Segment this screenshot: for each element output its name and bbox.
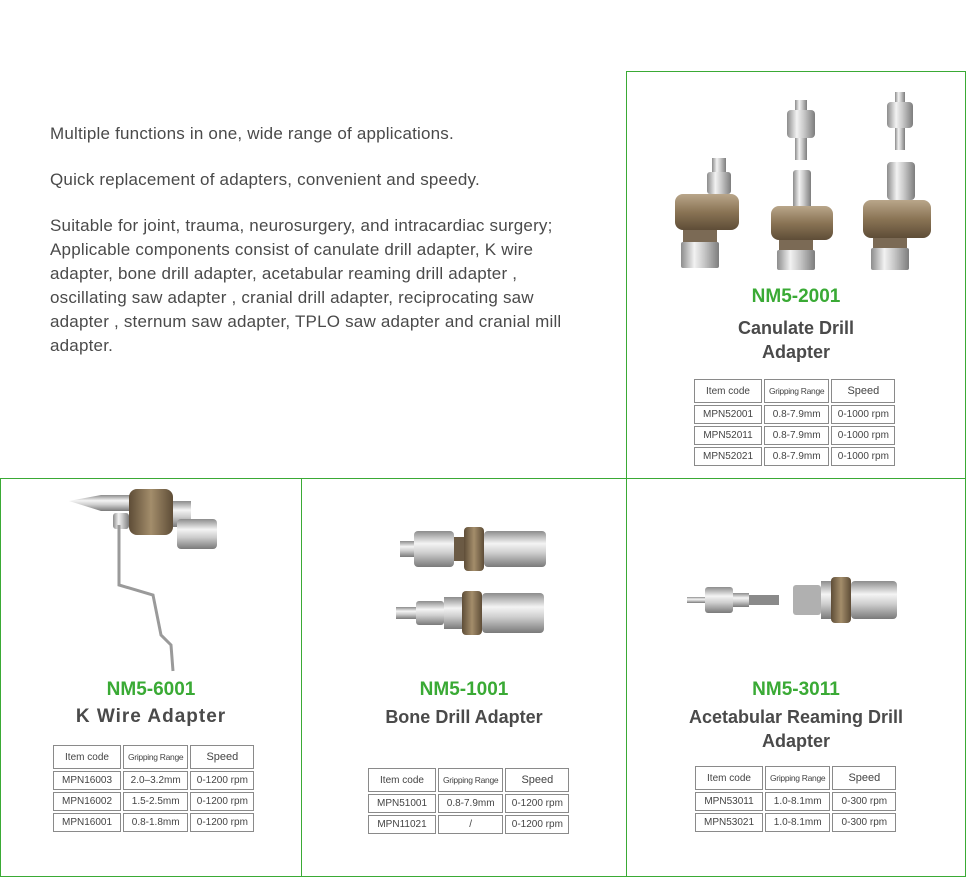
table-cell: 0-300 rpm [832, 792, 897, 811]
table-cell: 0-1200 rpm [190, 813, 255, 832]
header-speed: Speed [831, 379, 896, 403]
table-cell: 0.8-7.9mm [438, 794, 504, 813]
adapter-unit-1 [675, 158, 739, 268]
table-cell: 0.8-1.8mm [123, 813, 189, 832]
table-cell: MPN16001 [53, 813, 121, 832]
adapter-upper [400, 527, 546, 571]
header-gripping-range: Gripping Range [123, 745, 189, 769]
canulate-drill-adapter-image [675, 92, 931, 270]
product-name-line-2: Adapter [761, 342, 830, 362]
adapter-unit-2 [771, 100, 833, 270]
table-cell: MPN52001 [694, 405, 762, 424]
table-cell: 0.8-7.9mm [764, 447, 830, 466]
header-item-code: Item code [694, 379, 762, 403]
spec-table: Item code Gripping Range Speed MPN52001 … [692, 377, 897, 468]
table-cell: 0-1000 rpm [831, 426, 896, 445]
table-header-row: Item code Gripping Range Speed [53, 745, 255, 769]
header-gripping-range: Gripping Range [438, 768, 504, 792]
table-row: MPN53021 1.0-8.1mm 0-300 rpm [695, 813, 897, 832]
table-cell: MPN16002 [53, 792, 121, 811]
header-gripping-range: Gripping Range [765, 766, 831, 790]
table-cell: MPN52021 [694, 447, 762, 466]
product-name-line-1: K Wire Adapter [75, 706, 227, 727]
header-item-code: Item code [695, 766, 763, 790]
table-cell: 1.0-8.1mm [765, 813, 831, 832]
product-name-line-1: Bone Drill Adapter [385, 707, 543, 727]
table-row: MPN52021 0.8-7.9mm 0-1000 rpm [694, 447, 896, 466]
table-row: MPN16003 2.0–3.2mm 0-1200 rpm [53, 771, 255, 790]
table-cell: MPN11021 [368, 815, 436, 834]
header-item-code: Item code [53, 745, 121, 769]
table-cell: 0-1200 rpm [505, 794, 570, 813]
table-cell: 2.0–3.2mm [123, 771, 189, 790]
intro-text: Multiple functions in one, wide range of… [50, 122, 570, 380]
table-header-row: Item code Gripping Range Speed [694, 379, 896, 403]
product-name-line-1: Acetabular Reaming Drill [688, 707, 904, 727]
table-cell: MPN53011 [695, 792, 763, 811]
table-row: MPN52001 0.8-7.9mm 0-1000 rpm [694, 405, 896, 424]
adapter-unit-3 [863, 92, 931, 270]
table-cell: 0-1200 rpm [190, 792, 255, 811]
table-header-row: Item code Gripping Range Speed [695, 766, 897, 790]
bone-drill-adapter-image [396, 527, 546, 635]
table-header-row: Item code Gripping Range Speed [368, 768, 570, 792]
table-row: MPN11021 / 0-1200 rpm [368, 815, 570, 834]
product-model: NM5-6001 [106, 679, 196, 700]
header-speed: Speed [505, 768, 570, 792]
spec-table: Item code Gripping Range Speed MPN53011 … [693, 764, 898, 834]
intro-paragraph-1: Multiple functions in one, wide range of… [50, 124, 454, 143]
spec-table: Item code Gripping Range Speed MPN16003 … [51, 743, 256, 834]
product-card-k-wire: NM5-6001 K Wire Adapter Item code Grippi… [0, 478, 302, 877]
header-speed: Speed [190, 745, 255, 769]
table-row: MPN53011 1.0-8.1mm 0-300 rpm [695, 792, 897, 811]
adapter-right-part [793, 577, 897, 623]
table-cell: / [438, 815, 504, 834]
adapter-lower [396, 591, 544, 635]
table-cell: 0-1000 rpm [831, 405, 896, 424]
table-cell: 1.5-2.5mm [123, 792, 189, 811]
acetabular-reaming-adapter-image [687, 577, 897, 623]
product-name: Acetabular Reaming Drill Adapter [647, 705, 945, 753]
intro-paragraph-3: Suitable for joint, trauma, neurosurgery… [50, 216, 562, 355]
product-name: Canulate Drill Adapter [647, 316, 945, 364]
table-row: MPN16002 1.5-2.5mm 0-1200 rpm [53, 792, 255, 811]
product-card-canulate-drill: NM5-2001 Canulate Drill Adapter Item cod… [626, 71, 966, 479]
product-card-bone-drill: NM5-1001 Bone Drill Adapter Item code Gr… [301, 478, 627, 877]
product-card-acetabular-reaming: NM5-3011 Acetabular Reaming Drill Adapte… [626, 478, 966, 877]
adapter-left-part [687, 587, 779, 613]
table-row: MPN52011 0.8-7.9mm 0-1000 rpm [694, 426, 896, 445]
table-cell: 0.8-7.9mm [764, 405, 830, 424]
table-cell: 0-300 rpm [832, 813, 897, 832]
table-cell: MPN16003 [53, 771, 121, 790]
table-cell: 0-1200 rpm [190, 771, 255, 790]
table-cell: 1.0-8.1mm [765, 792, 831, 811]
table-cell: MPN53021 [695, 813, 763, 832]
product-model: NM5-3011 [752, 679, 840, 700]
header-item-code: Item code [368, 768, 436, 792]
intro-paragraph-2: Quick replacement of adapters, convenien… [50, 170, 480, 189]
header-gripping-range: Gripping Range [764, 379, 830, 403]
table-cell: MPN52011 [694, 426, 762, 445]
k-wire-adapter-image [69, 489, 217, 672]
table-row: MPN16001 0.8-1.8mm 0-1200 rpm [53, 813, 255, 832]
product-name: K Wire Adapter [21, 705, 281, 729]
table-cell: MPN51001 [368, 794, 436, 813]
table-cell: 0-1200 rpm [505, 815, 570, 834]
product-model: NM5-1001 [419, 679, 509, 700]
product-name-line-2: Adapter [761, 731, 830, 751]
table-cell: 0.8-7.9mm [764, 426, 830, 445]
product-model: NM5-2001 [751, 286, 841, 307]
product-name: Bone Drill Adapter [322, 705, 606, 729]
header-speed: Speed [832, 766, 897, 790]
product-name-line-1: Canulate Drill [737, 318, 855, 338]
table-cell: 0-1000 rpm [831, 447, 896, 466]
spec-table: Item code Gripping Range Speed MPN51001 … [366, 766, 571, 836]
table-row: MPN51001 0.8-7.9mm 0-1200 rpm [368, 794, 570, 813]
